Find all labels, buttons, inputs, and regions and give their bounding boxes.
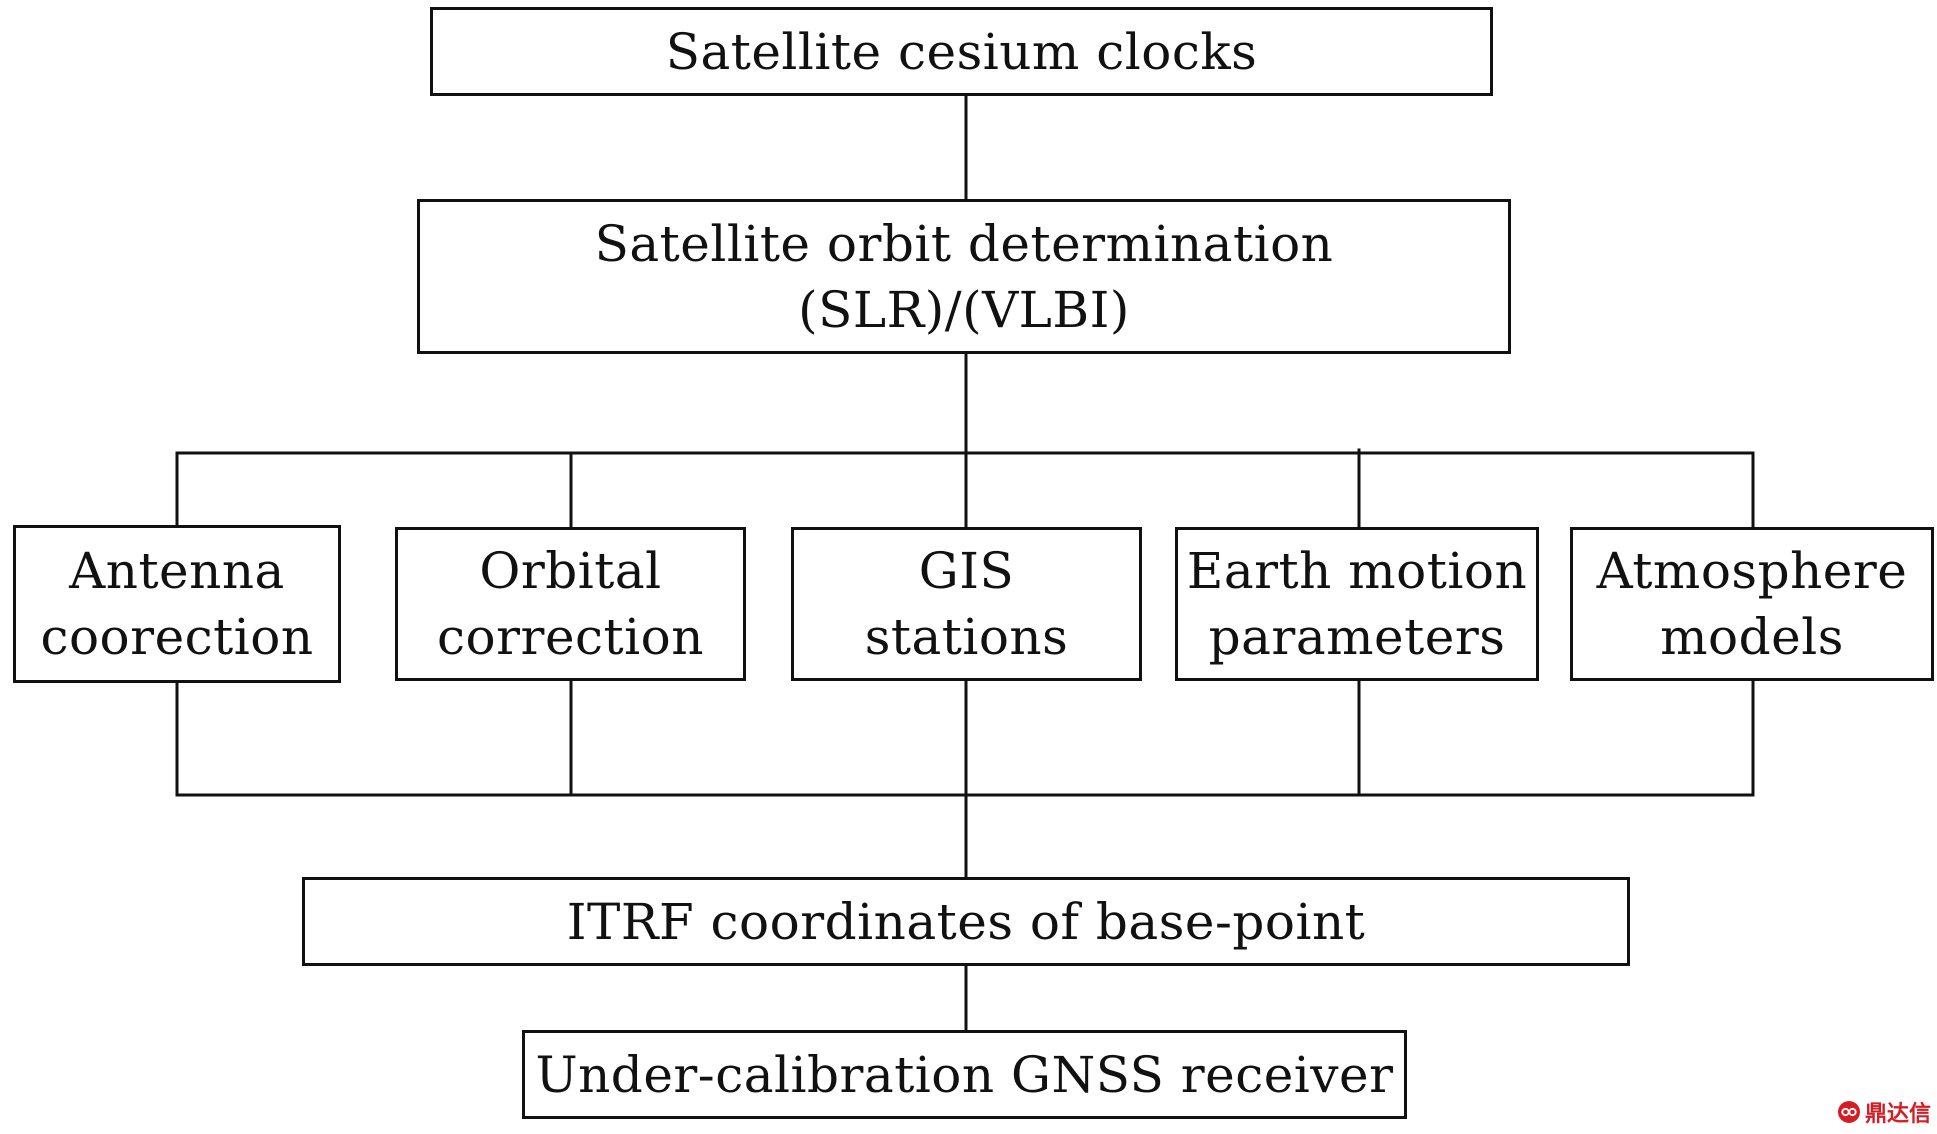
gis-stations-box: GIS stations: [791, 527, 1142, 681]
gnss-receiver-label: Under-calibration GNSS receiver: [535, 1045, 1394, 1104]
orbit-determination-label: Satellite orbit determination: [594, 214, 1334, 273]
gis-stations-line2: stations: [864, 608, 1069, 666]
atmosphere-models-line1: Atmosphere: [1596, 542, 1908, 600]
earth-motion-line1: Earth motion: [1186, 542, 1528, 600]
watermark-logo-icon: [1837, 1101, 1860, 1123]
gnss-receiver-box: Under-calibration GNSS receiver: [522, 1030, 1407, 1119]
watermark-text: 鼎达信: [1864, 1102, 1931, 1127]
itrf-coordinates-box: ITRF coordinates of base-point: [302, 877, 1630, 966]
antenna-correction-box: Antenna coorection: [13, 525, 341, 683]
orbital-correction-line2: correction: [437, 608, 704, 666]
atmosphere-models-line2: models: [1660, 608, 1844, 666]
earth-motion-parameters-box: Earth motion parameters: [1175, 527, 1539, 681]
itrf-coordinates-label: ITRF coordinates of base-point: [566, 892, 1366, 951]
antenna-correction-line1: Antenna: [69, 542, 285, 600]
gis-stations-line1: GIS: [918, 542, 1015, 600]
orbital-correction-box: Orbital correction: [395, 527, 746, 681]
watermark: 鼎达信: [1837, 1096, 1931, 1128]
satellite-cesium-clocks-label: Satellite cesium clocks: [665, 22, 1258, 81]
orbital-correction-line1: Orbital: [479, 542, 662, 600]
antenna-correction-line2: coorection: [40, 608, 314, 666]
satellite-cesium-clocks-box: Satellite cesium clocks: [430, 7, 1493, 96]
earth-motion-line2: parameters: [1208, 608, 1506, 666]
orbit-determination-methods-label: (SLR)/(VLBI): [798, 280, 1130, 339]
satellite-orbit-determination-box: Satellite orbit determination (SLR)/(VLB…: [417, 199, 1511, 354]
atmosphere-models-box: Atmosphere models: [1570, 527, 1934, 681]
